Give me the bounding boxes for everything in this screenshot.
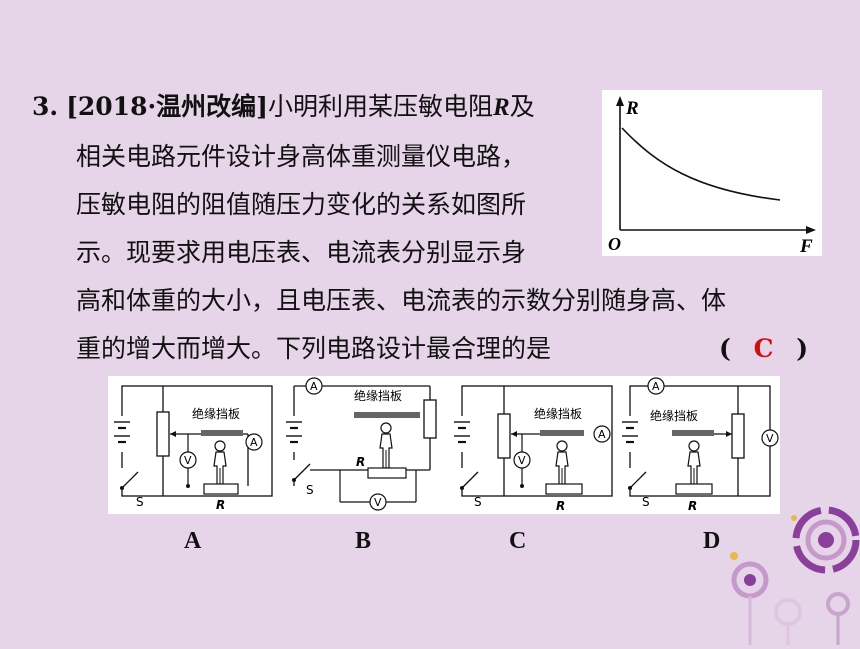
svg-text:A: A: [250, 436, 258, 449]
resistance-curve: [621, 127, 781, 201]
svg-text:R: R: [216, 498, 225, 512]
x-axis-label: F: [799, 236, 813, 256]
svg-text:A: A: [310, 380, 318, 393]
origin-label: O: [608, 234, 621, 254]
decorative-ornament: [720, 500, 860, 645]
option-d-label: D: [703, 528, 721, 554]
circuit-c: S 绝缘挡板 V A R: [454, 385, 613, 513]
y-axis-label: R: [625, 98, 639, 119]
option-b-label: B: [355, 528, 372, 554]
circuit-options-figure: S 绝缘挡板 A V R: [108, 376, 780, 514]
answer-letter: C: [753, 334, 774, 363]
svg-text:S: S: [136, 495, 144, 509]
svg-text:S: S: [474, 495, 482, 509]
svg-text:R: R: [356, 455, 365, 469]
question-number: 3.: [32, 92, 59, 121]
svg-text:R: R: [688, 499, 697, 513]
svg-text:A: A: [598, 428, 606, 441]
svg-text:绝缘挡板: 绝缘挡板: [534, 406, 582, 421]
svg-text:R: R: [556, 499, 565, 513]
svg-text:绝缘挡板: 绝缘挡板: [192, 406, 240, 421]
question-source: [2018·温州改编]: [66, 92, 269, 121]
option-a-label: A: [184, 528, 202, 554]
svg-text:V: V: [184, 454, 192, 467]
circuit-a: S 绝缘挡板 A V R: [114, 385, 273, 512]
x-axis-arrow: [806, 226, 816, 234]
circuit-d: S A 绝缘挡板 V R: [622, 377, 779, 513]
svg-text:V: V: [766, 432, 774, 445]
y-axis-arrow: [616, 96, 624, 106]
question-line-6: 重的增大而增大。下列电路设计最合理的是: [76, 334, 552, 363]
svg-text:A: A: [652, 380, 660, 393]
svg-text:S: S: [306, 483, 314, 497]
resistance-force-graph: R O F: [602, 90, 822, 257]
svg-text:S: S: [642, 495, 650, 509]
question-line-2: 相关电路元件设计身高体重测量仪电路，: [76, 142, 527, 171]
resistor-symbol: R: [493, 94, 510, 121]
question-text: 小明利用某压敏电阻: [268, 92, 494, 121]
question-line-3: 压敏电阻的阻值随压力变化的关系如图所: [76, 190, 527, 219]
svg-text:绝缘挡板: 绝缘挡板: [650, 408, 698, 423]
question-text: 及: [509, 92, 535, 121]
question-line-1: 3. [2018·温州改编]小明利用某压敏电阻R及: [32, 92, 535, 123]
question-line-4: 示。现要求用电压表、电流表分别显示身: [76, 238, 527, 267]
circuit-b: S A 绝缘挡板 R V: [286, 377, 437, 511]
answer-bracket: ( C ): [719, 334, 809, 363]
svg-text:绝缘挡板: 绝缘挡板: [354, 388, 402, 403]
svg-text:V: V: [518, 454, 526, 467]
option-c-label: C: [509, 528, 527, 554]
question-line-5: 高和体重的大小，且电压表、电流表的示数分别随身高、体: [76, 286, 727, 315]
svg-text:V: V: [374, 496, 382, 509]
